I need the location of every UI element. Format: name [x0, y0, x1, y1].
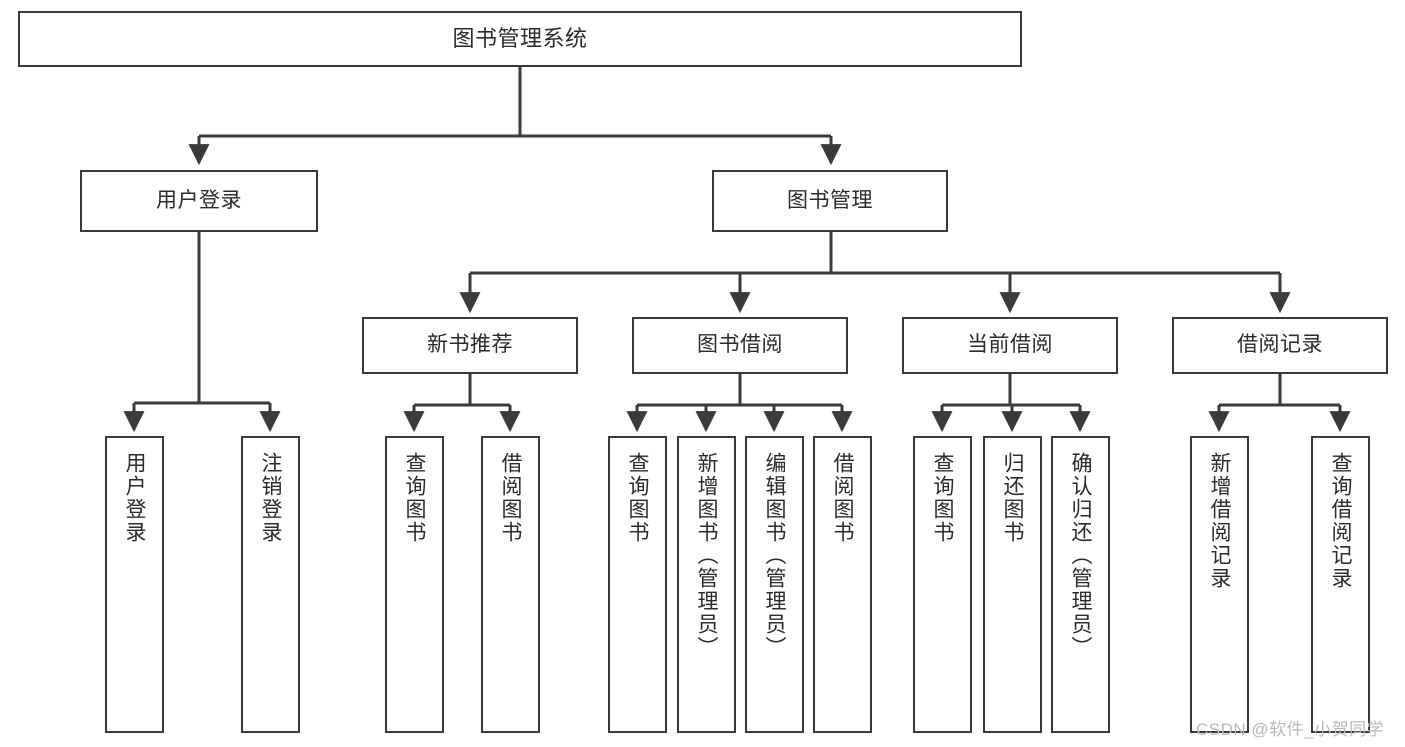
leaf-confirm-return-admin[interactable]: 确认归还（管理员）: [1051, 436, 1110, 733]
leaf-borrow-book-label: 借阅图书: [831, 452, 854, 544]
node-book-borrow[interactable]: 图书借阅: [632, 317, 848, 374]
node-book-management[interactable]: 图书管理: [712, 170, 948, 232]
node-current-borrow[interactable]: 当前借阅: [902, 317, 1118, 374]
node-root[interactable]: 图书管理系统: [18, 11, 1022, 67]
node-current-borrow-label: 当前借阅: [967, 333, 1053, 357]
leaf-borrow-book-recommend-label: 借阅图书: [499, 452, 522, 544]
leaf-return-book[interactable]: 归还图书: [983, 436, 1042, 733]
leaf-user-login[interactable]: 用户登录: [105, 436, 164, 733]
leaf-add-borrow-record-label: 新增借阅记录: [1208, 452, 1231, 590]
watermark: CSDN @软件_小贺同学: [1196, 720, 1385, 739]
leaf-query-book-borrow[interactable]: 查询图书: [608, 436, 667, 733]
leaf-confirm-return-admin-label: 确认归还（管理员）: [1069, 452, 1092, 659]
leaf-logout-label: 注销登录: [259, 452, 282, 544]
node-borrow-record[interactable]: 借阅记录: [1172, 317, 1388, 374]
leaf-query-borrow-record-label: 查询借阅记录: [1329, 452, 1352, 590]
leaf-borrow-book[interactable]: 借阅图书: [813, 436, 872, 733]
node-root-label: 图书管理系统: [452, 26, 588, 52]
node-user-login-label: 用户登录: [156, 188, 242, 212]
leaf-edit-book-admin-label: 编辑图书（管理员）: [763, 452, 786, 659]
node-borrow-record-label: 借阅记录: [1237, 333, 1323, 357]
node-book-management-label: 图书管理: [787, 188, 873, 212]
leaf-borrow-book-recommend[interactable]: 借阅图书: [481, 436, 540, 733]
leaf-query-book-current-label: 查询图书: [931, 452, 954, 544]
leaf-query-book-borrow-label: 查询图书: [626, 452, 649, 544]
leaf-add-book-admin[interactable]: 新增图书（管理员）: [677, 436, 736, 733]
leaf-user-login-label: 用户登录: [123, 452, 146, 544]
leaf-query-borrow-record[interactable]: 查询借阅记录: [1311, 436, 1370, 733]
leaf-query-book-recommend[interactable]: 查询图书: [385, 436, 444, 733]
leaf-add-borrow-record[interactable]: 新增借阅记录: [1190, 436, 1249, 733]
node-user-login[interactable]: 用户登录: [80, 170, 318, 232]
node-book-borrow-label: 图书借阅: [697, 333, 783, 357]
leaf-return-book-label: 归还图书: [1001, 452, 1024, 544]
leaf-logout[interactable]: 注销登录: [241, 436, 300, 733]
leaf-query-book-current[interactable]: 查询图书: [913, 436, 972, 733]
leaf-query-book-recommend-label: 查询图书: [403, 452, 426, 544]
leaf-edit-book-admin[interactable]: 编辑图书（管理员）: [745, 436, 804, 733]
node-new-book-recommend-label: 新书推荐: [427, 333, 513, 357]
leaf-add-book-admin-label: 新增图书（管理员）: [695, 452, 718, 659]
node-new-book-recommend[interactable]: 新书推荐: [362, 317, 578, 374]
